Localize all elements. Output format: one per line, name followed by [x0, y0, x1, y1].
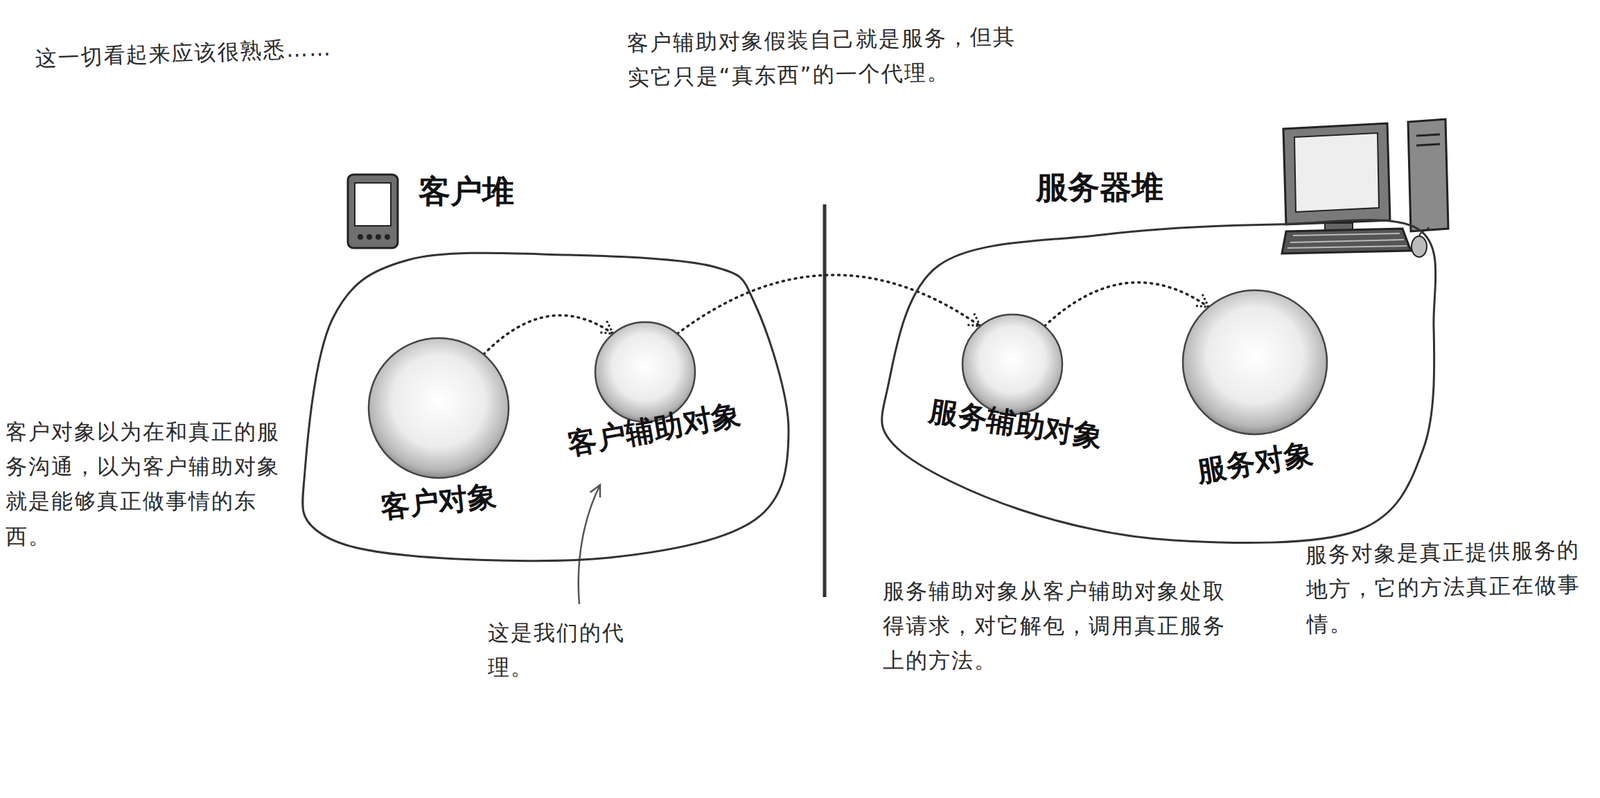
- handwritten-note: 客户对象以为在和真正的服务沟通，以为客户辅助对象就是能够真正做事情的东西。: [5, 414, 301, 554]
- handwritten-note: 这是我们的代理。: [487, 615, 662, 685]
- heap-region: 客户堆客户对象客户辅助对象: [291, 241, 803, 572]
- object-circle: [1181, 288, 1329, 436]
- handwritten-note: 服务辅助对象从客户辅助对象处取得请求，对它解包，调用真正服务上的方法。: [882, 573, 1233, 679]
- object-label: 客户对象: [379, 476, 499, 527]
- object-node: 服务对象: [1181, 288, 1329, 436]
- heap-region: 服务器堆服务辅助对象服务对象: [873, 210, 1448, 555]
- leader-arrow: [578, 485, 601, 605]
- object-circle: [367, 336, 511, 480]
- object-node: 服务辅助对象: [961, 313, 1064, 416]
- tablet-icon: [347, 174, 398, 249]
- handwritten-note: 服务对象是真正提供服务的地方，它的方法真正在做事情。: [1305, 532, 1591, 642]
- heap-heading: 客户堆: [418, 170, 515, 214]
- computer-icon: [1281, 119, 1449, 258]
- object-node: 客户辅助对象: [593, 320, 697, 424]
- dotted-connector: [1044, 282, 1209, 327]
- divider-line: [823, 204, 827, 598]
- heap-heading: 服务器堆: [1035, 166, 1164, 210]
- dotted-connector: [677, 275, 980, 334]
- handwritten-note: 这一切看起来应该很熟悉……: [33, 25, 465, 76]
- handwritten-note: 客户辅助对象假装自己就是服务，但其实它只是“真东西”的一个代理。: [626, 18, 1027, 95]
- object-node: 客户对象: [367, 336, 511, 480]
- heap-outline: [873, 210, 1448, 555]
- dotted-connector: [483, 315, 614, 355]
- object-label: 服务对象: [1194, 434, 1316, 492]
